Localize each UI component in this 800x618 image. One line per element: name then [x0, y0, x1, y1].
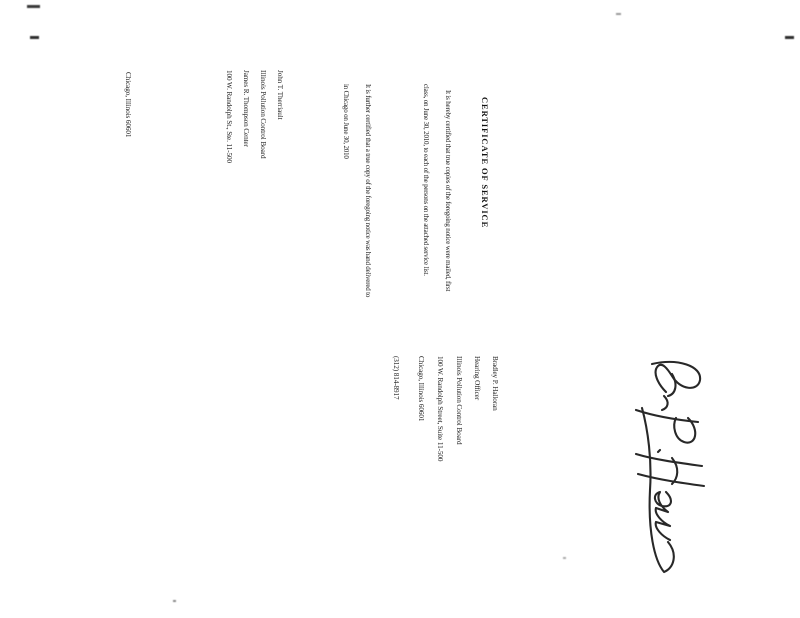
signature-scrawl-icon — [634, 360, 706, 574]
signer-street: 100 W. Randolph Street, Suite 11-500 — [436, 356, 444, 462]
scan-artifact — [785, 36, 794, 39]
signer-name: Bradley P. Halloran — [491, 356, 499, 411]
recipient-street: 100 W. Randolph St., Ste. 11-500 — [225, 70, 233, 163]
recipient-organization: Illinois Pollution Control Board — [259, 70, 267, 159]
recipient-name: John T. Therriault — [276, 70, 284, 120]
body-paragraph2-line2: in Chicago on June 30, 2010 — [342, 84, 350, 159]
recipient-building: James R. Thompson Center — [242, 70, 250, 147]
body-paragraph1-line1: It is hereby certified that true copies … — [444, 90, 452, 292]
document-title: CERTIFICATE OF SERVICE — [480, 97, 490, 229]
body-paragraph1-line2: class, on June 30, 2010, to each of the … — [422, 84, 430, 276]
scan-artifact — [173, 600, 176, 602]
recipient-city: Chicago, Illinois 60601 — [124, 72, 132, 138]
scan-artifact — [27, 5, 40, 8]
scan-artifact — [563, 557, 566, 559]
signer-organization: Illinois Pollution Control Board — [455, 356, 463, 445]
scan-artifact — [30, 36, 39, 39]
body-paragraph2-line1: It is further certified that a true copy… — [364, 84, 372, 298]
signer-city: Chicago, Illinois 60601 — [417, 356, 425, 422]
scan-artifact — [616, 13, 621, 15]
signer-role: Hearing Officer — [473, 356, 481, 401]
signature — [632, 350, 712, 580]
signer-phone: (312) 814-8917 — [392, 356, 400, 400]
